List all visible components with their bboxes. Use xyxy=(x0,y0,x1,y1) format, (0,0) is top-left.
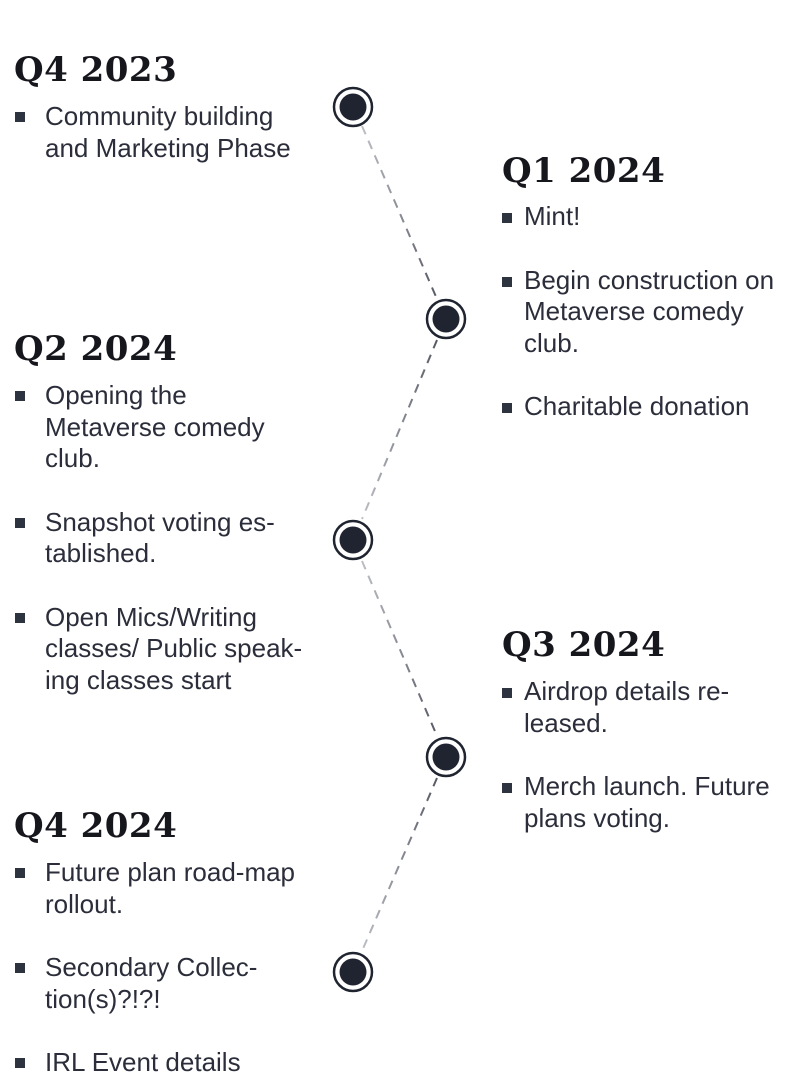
square-bullet-icon xyxy=(15,112,25,122)
item-text: Airdrop details re-leased. xyxy=(524,676,730,738)
square-bullet-icon xyxy=(502,783,512,793)
timeline-node-q4-2023 xyxy=(332,86,374,128)
phase-title-q4-2023: Q4 2023 xyxy=(14,50,178,90)
timeline-node-q3-2024 xyxy=(425,736,467,778)
phase-items-q4-2023: Community building and Marketing Phase xyxy=(15,101,320,164)
list-item: Future plan road-map rollout. xyxy=(15,857,305,920)
square-bullet-icon xyxy=(502,688,512,698)
phase-title-q2-2024: Q2 2024 xyxy=(14,329,178,369)
phase-items-q2-2024: Opening the Metaverse comedy club. Snaps… xyxy=(15,380,315,696)
list-item: Snapshot voting es-tablished. xyxy=(15,507,315,570)
phase-title-q3-2024: Q3 2024 xyxy=(502,625,666,665)
item-text: Mint! xyxy=(524,201,581,231)
list-item: Open Mics/Writing classes/ Public speak-… xyxy=(15,602,315,697)
phase-title-q1-2024: Q1 2024 xyxy=(502,151,666,191)
square-bullet-icon xyxy=(15,391,25,401)
phase-title-q4-2024: Q4 2024 xyxy=(14,806,178,846)
item-text: Begin construction on Metaverse comedy c… xyxy=(524,264,775,358)
timeline-connector xyxy=(361,339,438,520)
list-item: Begin construction on Metaverse comedy c… xyxy=(502,265,792,360)
phase-items-q4-2024: Future plan road-map rollout. Secondary … xyxy=(15,857,305,1079)
item-text: Secondary Collec-tion(s)?!?! xyxy=(45,952,258,1014)
timeline-connector xyxy=(361,560,438,737)
square-bullet-icon xyxy=(15,1058,25,1068)
item-text: IRL Event details xyxy=(45,1047,241,1077)
timeline-connector xyxy=(361,777,438,952)
square-bullet-icon xyxy=(15,963,25,973)
item-text: Charitable donation xyxy=(524,391,750,421)
list-item: Mint! xyxy=(502,201,792,233)
timeline-node-q4-2024 xyxy=(332,951,374,993)
timeline-node-q2-2024 xyxy=(332,519,374,561)
item-text: Opening the Metaverse comedy club. xyxy=(45,380,265,473)
list-item: Airdrop details re-leased. xyxy=(502,676,792,739)
square-bullet-icon xyxy=(502,276,512,287)
timeline-node-q1-2024 xyxy=(425,298,467,340)
phase-items-q3-2024: Airdrop details re-leased. Merch launch.… xyxy=(502,676,792,834)
phase-items-q1-2024: Mint! Begin construction on Metaverse co… xyxy=(502,201,792,423)
list-item: Merch launch. Future plans voting. xyxy=(502,771,792,834)
list-item: IRL Event details xyxy=(15,1047,305,1079)
item-text: Merch launch. Future plans voting. xyxy=(524,771,770,833)
square-bullet-icon xyxy=(502,403,512,413)
square-bullet-icon xyxy=(15,868,25,878)
list-item: Secondary Collec-tion(s)?!?! xyxy=(15,952,305,1015)
square-bullet-icon xyxy=(502,213,512,223)
square-bullet-icon xyxy=(15,612,25,623)
list-item: Opening the Metaverse comedy club. xyxy=(15,380,315,475)
item-text: Snapshot voting es-tablished. xyxy=(45,506,275,569)
list-item: Community building and Marketing Phase xyxy=(15,101,320,164)
square-bullet-icon xyxy=(15,517,25,528)
item-text: Future plan road-map rollout. xyxy=(45,857,296,919)
list-item: Charitable donation xyxy=(502,391,792,423)
item-text: Open Mics/Writing classes/ Public speak-… xyxy=(45,601,303,695)
item-text: Community building and Marketing Phase xyxy=(45,101,291,163)
timeline-connector xyxy=(361,125,438,300)
